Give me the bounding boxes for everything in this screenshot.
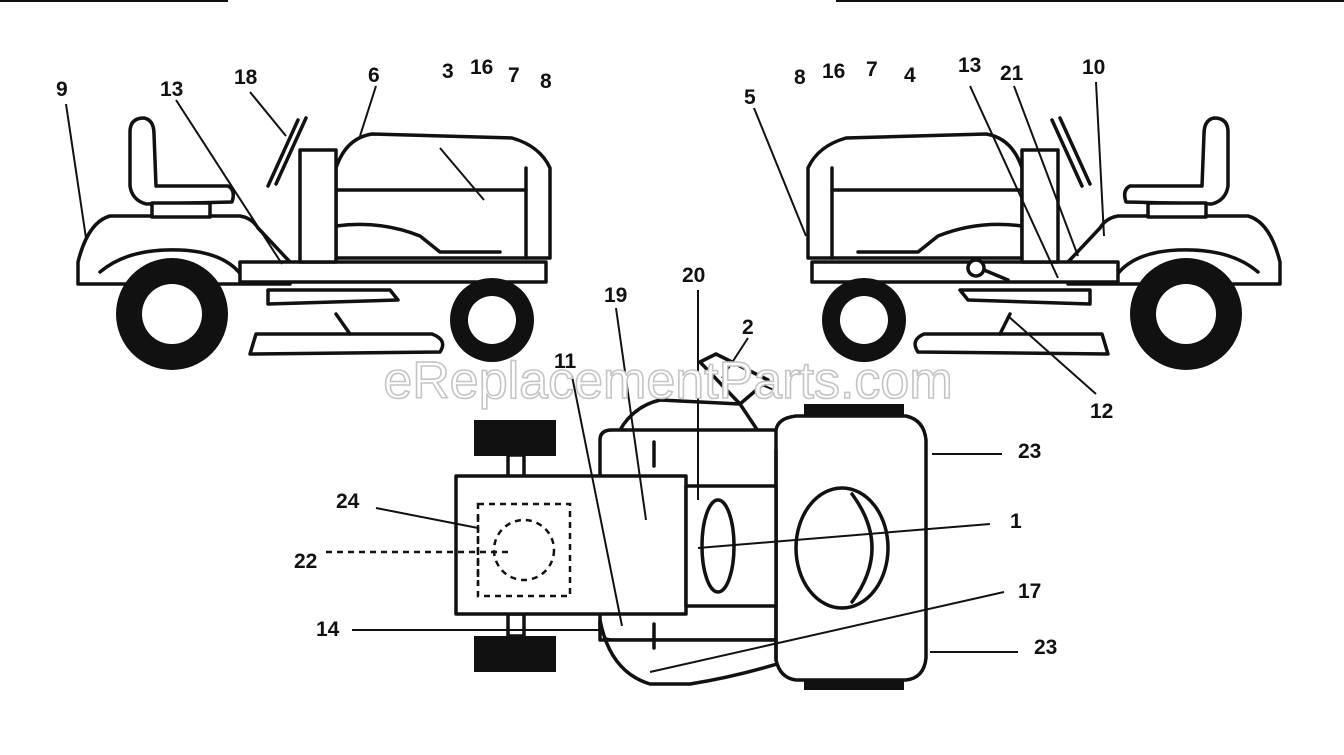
leader-2-tip [759,383,775,391]
right-steering-wheel-rim [1058,116,1092,186]
left-steering-wheel [266,118,300,188]
leader-21 [1013,85,1079,257]
label-2: 2 [742,316,754,339]
label-8-right: 8 [794,66,806,89]
left-steering-wheel-rim [274,116,308,186]
label-11: 11 [554,350,577,373]
top-headlight [794,486,890,610]
leader-11 [571,375,623,627]
label-17: 17 [1018,580,1041,603]
leader-6 [359,85,377,137]
label-22: 22 [294,550,317,573]
leader-13a [175,99,283,265]
label-16-left: 16 [470,56,493,79]
right-dash [1020,148,1060,264]
top-seat-circle [492,518,556,582]
label-21: 21 [1000,62,1024,85]
label-7-right: 7 [866,58,878,81]
leader-5 [753,107,807,237]
label-14: 14 [316,618,340,641]
label-18: 18 [234,66,258,89]
left-hood-curve [334,222,502,254]
left-rear-hub [142,284,202,344]
left-frame [238,260,548,284]
left-seat [128,116,236,206]
right-seat-base [1146,201,1208,219]
label-19: 19 [604,284,627,307]
right-front-hub [840,296,888,344]
left-deck-hanger [334,312,352,336]
leader-17 [649,591,1005,673]
label-13-right: 13 [958,54,981,77]
leader-13b [969,85,1059,279]
label-6: 6 [368,64,380,87]
label-13-left: 13 [160,78,183,101]
label-24: 24 [336,490,360,513]
right-footrest [958,288,1092,306]
left-seat-base [150,201,212,219]
leader-2 [721,337,749,379]
top-rear-wheel-right [474,636,556,672]
left-fender-arch [98,248,244,278]
left-side-view [76,116,552,370]
left-dash [298,148,338,264]
right-fender-arch [1114,248,1260,278]
right-steering-wheel [1050,118,1084,188]
leader-19 [615,307,647,521]
right-seat [1122,116,1230,206]
left-mower-deck [248,332,445,356]
right-hood [806,132,1024,260]
label-20: 20 [682,264,705,287]
leader-12 [1007,315,1097,395]
leader-18 [249,91,287,137]
leader-9 [65,103,87,239]
watermark: eReplacementParts.com [383,352,952,410]
label-12: 12 [1090,400,1113,423]
left-front-hub [468,296,516,344]
label-4: 4 [904,64,916,87]
label-10: 10 [1082,56,1105,79]
top-headlight-lens [850,492,874,604]
label-3: 3 [442,60,454,83]
right-frame [810,260,1120,284]
label-1: 1 [1010,510,1022,533]
top-axle-left [506,453,526,479]
label-5: 5 [744,86,756,109]
label-16-right: 16 [822,60,845,83]
label-8-left: 8 [540,70,552,93]
leader-10 [1095,81,1105,237]
right-side-view [806,116,1282,370]
right-rear-hub [1156,284,1216,344]
leader-16-7-left [439,147,485,201]
right-lift-lever [982,268,1010,282]
right-hood-curve [856,222,1024,254]
leader-1 [697,523,991,549]
top-axle-right [506,612,526,638]
callout-labels: 9 13 18 6 3 16 7 8 5 8 16 7 4 13 21 10 1… [56,54,1113,659]
leader-lines [65,81,1105,673]
top-rear-wheel-left [474,420,556,456]
right-mower-deck [913,332,1110,356]
leader-24 [375,507,479,529]
top-steering-tab [698,352,770,406]
label-7-left: 7 [508,64,520,87]
top-view [454,352,928,690]
top-steering-wheel [618,398,762,436]
label-23-bottom: 23 [1034,636,1057,659]
label-9: 9 [56,78,68,101]
left-footrest [266,288,400,306]
label-23-top: 23 [1018,440,1041,463]
right-lift-lever-knob [966,258,986,278]
